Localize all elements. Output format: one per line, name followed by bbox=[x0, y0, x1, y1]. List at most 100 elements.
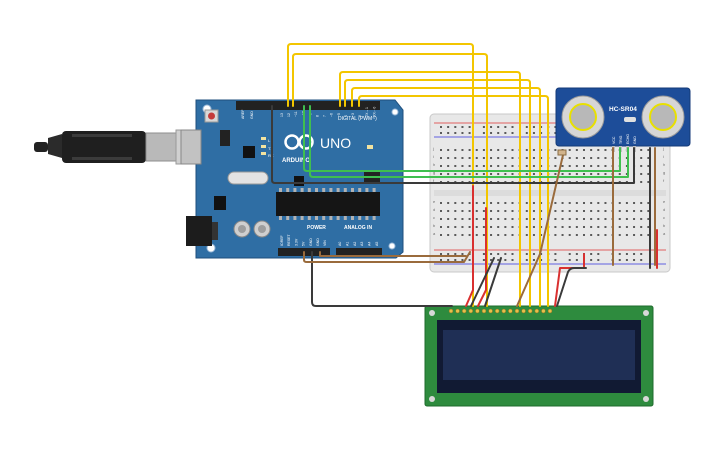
breadboard-hole bbox=[511, 202, 514, 204]
breadboard-hole bbox=[447, 202, 450, 204]
wire bbox=[339, 71, 521, 307]
breadboard-hole bbox=[640, 202, 643, 204]
atmega-chip bbox=[276, 192, 380, 216]
breadboard-hole bbox=[633, 218, 636, 220]
breadboard-hole bbox=[447, 234, 450, 236]
breadboard-row-letter: h bbox=[663, 162, 665, 167]
breadboard-hole bbox=[597, 157, 600, 159]
rail-hole bbox=[440, 253, 442, 255]
breadboard-row-letter: a bbox=[663, 231, 666, 236]
breadboard-hole bbox=[583, 218, 585, 220]
power-pin-label: IOREF bbox=[280, 235, 284, 246]
gnd-label: GND bbox=[250, 111, 254, 119]
aref-label: AREF bbox=[241, 110, 245, 119]
breadboard-hole bbox=[504, 202, 507, 204]
wire bbox=[303, 105, 621, 172]
lcd-mount-hole-icon bbox=[429, 396, 435, 402]
breadboard-hole bbox=[575, 234, 578, 236]
breadboard-hole bbox=[604, 157, 607, 159]
breadboard-hole bbox=[532, 149, 535, 151]
breadboard-hole bbox=[490, 165, 493, 167]
breadboard-hole bbox=[647, 165, 650, 167]
breadboard-hole bbox=[597, 226, 600, 228]
rail-hole bbox=[511, 126, 514, 128]
breadboard-hole bbox=[575, 210, 578, 212]
breadboard-hole bbox=[497, 165, 500, 167]
breadboard-hole bbox=[461, 210, 464, 212]
breadboard-hole bbox=[454, 165, 457, 167]
rail-hole bbox=[625, 259, 628, 261]
small-chip bbox=[294, 176, 304, 186]
breadboard-hole bbox=[461, 218, 464, 220]
chip-pin bbox=[307, 216, 311, 220]
rail-hole bbox=[454, 132, 457, 134]
rail-hole bbox=[468, 132, 471, 134]
breadboard-hole bbox=[440, 234, 442, 236]
rail-hole bbox=[504, 253, 507, 255]
breadboard-hole bbox=[497, 202, 500, 204]
breadboard-hole bbox=[540, 218, 543, 220]
rail-hole bbox=[440, 259, 442, 261]
breadboard-hole bbox=[561, 165, 564, 167]
digital-pin-label: ~11 bbox=[294, 111, 298, 117]
breadboard-hole bbox=[447, 226, 450, 228]
chip-pin bbox=[300, 188, 304, 192]
wire bbox=[287, 43, 474, 307]
breadboard-hole bbox=[490, 157, 493, 159]
breadboard-hole bbox=[568, 218, 571, 220]
breadboard-hole bbox=[482, 157, 485, 159]
l-label: L bbox=[268, 138, 271, 143]
analog-pin-label: A4 bbox=[368, 242, 372, 246]
analog-pin-label: A3 bbox=[360, 242, 364, 246]
breadboard-hole bbox=[647, 173, 650, 175]
breadboard-hole bbox=[482, 210, 485, 212]
wires bbox=[271, 43, 658, 307]
breadboard-hole bbox=[597, 210, 600, 212]
reset-button-cap bbox=[208, 112, 215, 120]
rail-hole bbox=[447, 259, 450, 261]
atmega-pins bbox=[279, 188, 376, 220]
breadboard-hole bbox=[497, 234, 500, 236]
breadboard-row-letter: i bbox=[663, 154, 664, 159]
breadboard-hole bbox=[604, 202, 607, 204]
breadboard-hole bbox=[561, 210, 564, 212]
breadboard-hole bbox=[440, 218, 442, 220]
wire bbox=[292, 53, 488, 307]
breadboard-hole bbox=[640, 157, 643, 159]
breadboard-hole bbox=[532, 157, 535, 159]
breadboard-hole bbox=[575, 157, 578, 159]
breadboard-hole bbox=[625, 210, 628, 212]
wire bbox=[309, 105, 629, 178]
breadboard-hole bbox=[482, 173, 485, 175]
transducer-right-mesh bbox=[649, 103, 677, 131]
lcd-pin bbox=[508, 308, 513, 314]
breadboard-hole bbox=[468, 202, 471, 204]
breadboard-row-letter: g bbox=[433, 170, 435, 175]
lcd-mount-hole-icon bbox=[643, 310, 649, 316]
digital-header bbox=[236, 101, 380, 110]
breadboard-hole bbox=[597, 202, 600, 204]
sensor-pin-label: TRIG bbox=[619, 135, 623, 144]
chip-pin bbox=[329, 216, 333, 220]
breadboard-hole bbox=[482, 165, 485, 167]
breadboard-hole bbox=[490, 226, 493, 228]
power-pin-label: VIN bbox=[323, 240, 327, 246]
analog-pin-label: A5 bbox=[375, 242, 379, 246]
breadboard-hole bbox=[497, 149, 500, 151]
wire bbox=[311, 251, 453, 307]
rail-hole bbox=[554, 253, 557, 255]
breadboard-hole bbox=[454, 234, 457, 236]
breadboard-hole bbox=[461, 173, 464, 175]
chip-pin bbox=[336, 216, 340, 220]
breadboard-hole bbox=[440, 165, 442, 167]
breadboard-hole bbox=[625, 226, 628, 228]
usb-connector bbox=[180, 129, 202, 165]
breadboard-hole bbox=[554, 165, 557, 167]
analog-pin-label: A1 bbox=[345, 242, 349, 246]
lcd-mount-hole-icon bbox=[429, 310, 435, 316]
lcd-pin bbox=[547, 308, 553, 314]
chip-pin bbox=[322, 188, 326, 192]
chip-pin bbox=[372, 188, 376, 192]
breadboard-hole bbox=[468, 165, 471, 167]
